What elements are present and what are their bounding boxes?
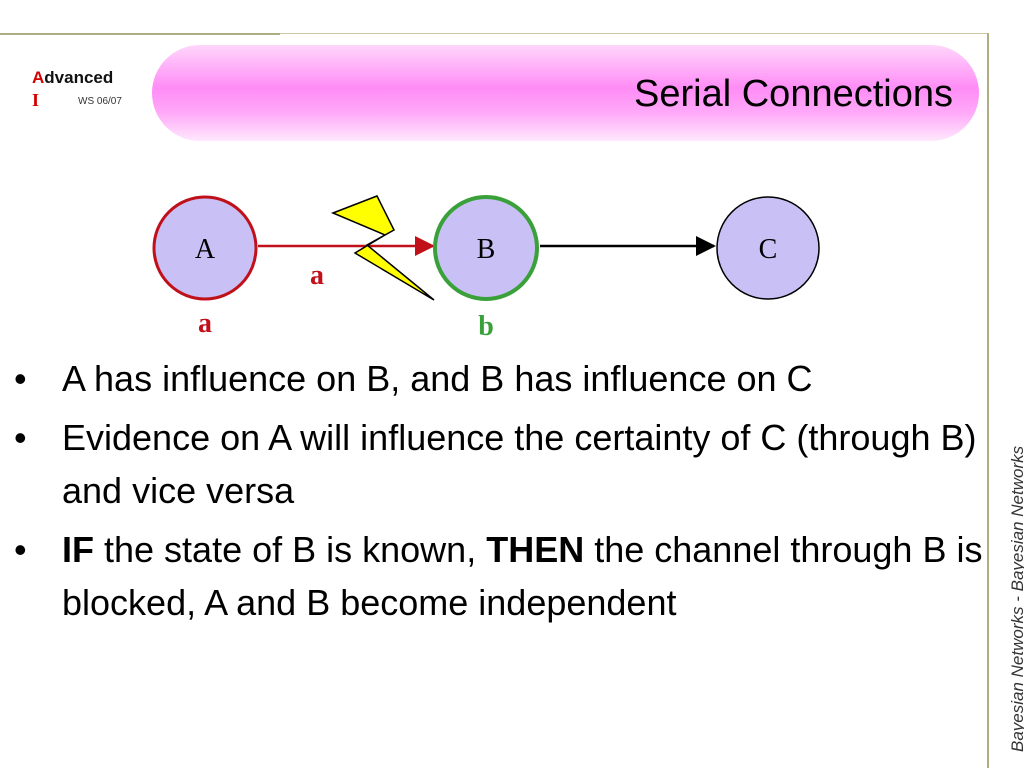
lightning-bolt-icon (331, 195, 435, 301)
node-c-label: C (759, 234, 778, 265)
logo-line-2: I (32, 90, 40, 110)
logo-line-1: Advanced (32, 68, 113, 88)
node-a (152, 195, 258, 301)
bullet-marker: • (14, 417, 27, 458)
bullet-text: A has influence on B, and B has influenc… (62, 358, 813, 399)
node-c (716, 196, 820, 300)
node-b-label: B (477, 234, 496, 265)
bullet-text-rest: the channel through B is blocked, A and … (62, 529, 983, 623)
bullet-item: • A has influence on B, and B has influen… (14, 352, 1014, 405)
bullet-text-mid: the state of B is known, (94, 529, 487, 570)
slide-title: Serial Connections (634, 73, 953, 115)
bullet-item: • IF the state of B is known, THEN the ch… (14, 523, 1014, 629)
side-footer: Bayesian Networks - Bayesian Networks (1008, 445, 1024, 752)
course-logo: Advanced I WS 06/07 (32, 68, 142, 118)
bullet-text: Evidence on A will influence the certain… (62, 417, 977, 511)
node-b (433, 195, 539, 301)
bullet-marker: • (14, 358, 27, 399)
logo-first-letter: A (32, 68, 45, 87)
bullet-list: • A has influence on B, and B has influen… (14, 352, 1014, 635)
then-keyword: THEN (486, 529, 585, 570)
node-a-state-label: a (198, 308, 212, 339)
logo-rest-word: dvanced (44, 68, 114, 87)
bullet-marker: • (14, 529, 27, 570)
edge-a-label: a (310, 260, 324, 291)
right-rule (987, 33, 989, 768)
semester-label: WS 06/07 (78, 96, 122, 107)
node-a-label: A (195, 234, 216, 265)
if-keyword: IF (62, 529, 94, 570)
node-b-state-label: b (478, 311, 494, 342)
top-rule (280, 33, 989, 34)
title-bar: Serial Connections (152, 45, 979, 141)
top-left-rule (0, 33, 280, 35)
bullet-item: • Evidence on A will influence the certai… (14, 411, 1014, 517)
